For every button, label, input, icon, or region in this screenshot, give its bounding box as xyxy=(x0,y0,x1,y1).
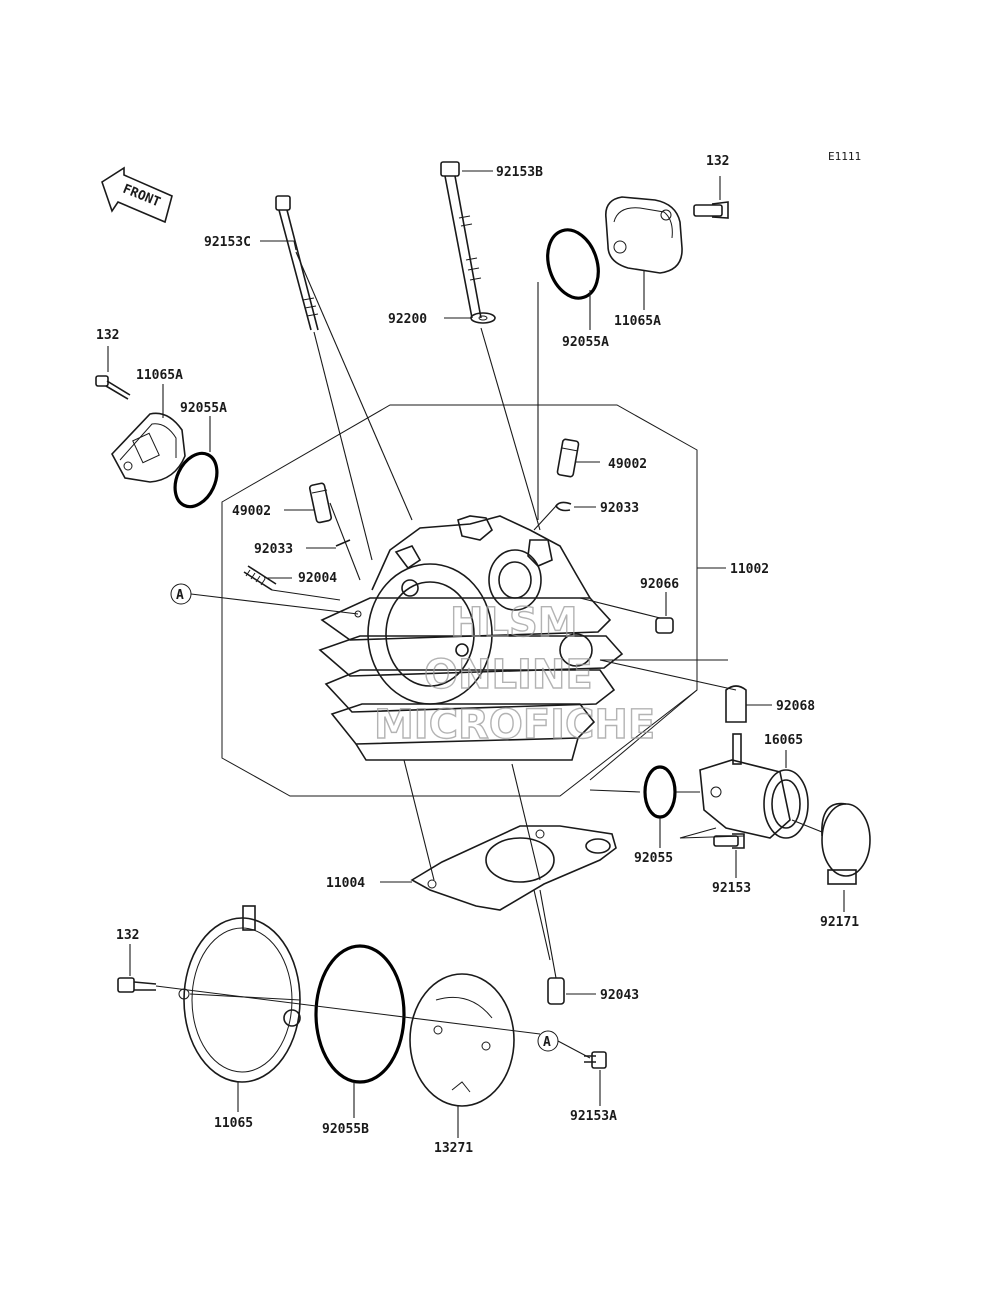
bolt-132-top xyxy=(693,201,729,219)
clip-92033-right xyxy=(555,501,572,512)
label-92171: 92171 xyxy=(820,915,859,930)
label-92055A-right: 92055A xyxy=(562,335,609,350)
label-11065A-right: 11065A xyxy=(614,314,661,329)
cylinder-head-11002 xyxy=(318,515,624,761)
front-arrow-icon: FRONT xyxy=(101,166,173,224)
cap-92068 xyxy=(725,685,747,723)
intake-pipe-16065 xyxy=(699,733,809,839)
diagram-code: E1111 xyxy=(828,150,861,163)
valve-guide-49002-left xyxy=(308,482,333,524)
label-11004: 11004 xyxy=(326,876,365,891)
leader-lines xyxy=(107,170,845,1138)
oring-92055B xyxy=(314,944,406,1084)
label-92066: 92066 xyxy=(640,577,679,592)
label-92153C: 92153C xyxy=(204,235,251,250)
bolt-132-left xyxy=(95,375,131,400)
clamp-92171 xyxy=(821,802,871,885)
dowel-92043 xyxy=(547,977,565,1005)
cover-13271 xyxy=(409,973,515,1107)
label-92153B: 92153B xyxy=(496,165,543,180)
cover-11065A-left xyxy=(111,412,186,483)
label-49002-left: 49002 xyxy=(232,504,271,519)
watermark-line-3: MICROFICHE xyxy=(374,702,655,748)
label-92043: 92043 xyxy=(600,988,639,1003)
label-11002: 11002 xyxy=(730,562,769,577)
ref-marker-a-upper-label: A xyxy=(176,588,184,603)
watermark: HLSM ONLINE MICROFICHE xyxy=(373,599,656,748)
label-11065A-left: 11065A xyxy=(136,368,183,383)
label-92153A: 92153A xyxy=(570,1109,617,1124)
label-49002-right: 49002 xyxy=(608,457,647,472)
label-11065: 11065 xyxy=(214,1116,253,1131)
oring-92055A-left xyxy=(173,451,219,509)
oring-92055 xyxy=(643,765,677,819)
stud-bolt-92153C xyxy=(275,195,319,331)
label-92153: 92153 xyxy=(712,881,751,896)
label-132-left: 132 xyxy=(96,328,119,343)
bolt-132-bottom xyxy=(117,977,157,993)
bolt-92153 xyxy=(713,833,745,849)
bolt-92153A xyxy=(584,1051,607,1069)
label-132-top: 132 xyxy=(706,154,729,169)
stud-bolt-92153B xyxy=(440,161,482,319)
label-132-bottom: 132 xyxy=(116,928,139,943)
stud-92004 xyxy=(243,565,277,591)
label-16065: 16065 xyxy=(764,733,803,748)
label-92055: 92055 xyxy=(634,851,673,866)
cover-11065A-right xyxy=(605,196,683,274)
watermark-line-2: ONLINE xyxy=(424,652,593,698)
label-92200: 92200 xyxy=(388,312,427,327)
reference-marker-a-lower: A xyxy=(537,1030,559,1052)
label-13271: 13271 xyxy=(434,1141,473,1156)
label-92055A-left: 92055A xyxy=(180,401,227,416)
watermark-line-1: HLSM xyxy=(450,600,578,646)
label-92033-left: 92033 xyxy=(254,542,293,557)
reference-marker-a-upper: A xyxy=(170,583,192,605)
label-92004: 92004 xyxy=(298,571,337,586)
label-92068: 92068 xyxy=(776,699,815,714)
ref-marker-a-lower-label: A xyxy=(543,1035,551,1050)
dowel-92066 xyxy=(655,617,674,634)
oring-92055A-right xyxy=(546,228,600,300)
washer-92200 xyxy=(470,312,496,324)
label-92033-right: 92033 xyxy=(600,501,639,516)
clip-92033-left xyxy=(335,539,351,547)
label-92055B: 92055B xyxy=(322,1122,369,1137)
head-gasket-11004 xyxy=(410,825,617,911)
valve-guide-49002-right xyxy=(556,438,580,478)
